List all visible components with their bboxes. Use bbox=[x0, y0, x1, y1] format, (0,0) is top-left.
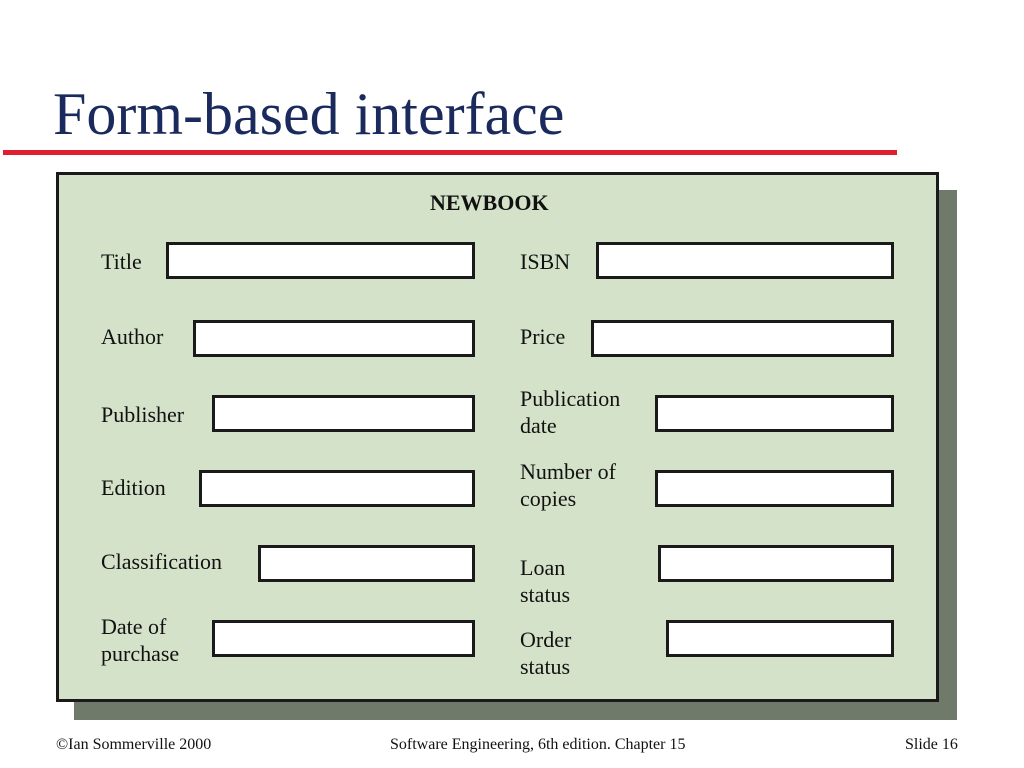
date-of-purchase-label: Date of purchase bbox=[101, 613, 179, 667]
date-of-purchase-field[interactable] bbox=[212, 620, 475, 657]
number-of-copies-label-line1: Number of bbox=[520, 459, 616, 484]
order-status-label-line2: status bbox=[520, 654, 571, 679]
form-title: NEWBOOK bbox=[430, 190, 549, 215]
order-status-label-line1: Order bbox=[520, 627, 572, 652]
title-label: Title bbox=[101, 249, 142, 274]
footer-copyright: ©Ian Sommerville 2000 bbox=[56, 736, 212, 753]
order-status-field[interactable] bbox=[666, 620, 894, 657]
date-of-purchase-label-line1: Date of bbox=[101, 614, 167, 639]
number-of-copies-field[interactable] bbox=[655, 470, 894, 507]
number-of-copies-label: Number of copies bbox=[520, 458, 616, 512]
publication-date-field[interactable] bbox=[655, 395, 894, 432]
title-field[interactable] bbox=[166, 242, 475, 279]
classification-field[interactable] bbox=[258, 545, 475, 582]
publication-date-label-line2: date bbox=[520, 413, 557, 438]
isbn-label: ISBN bbox=[520, 249, 571, 274]
title-underline bbox=[3, 150, 897, 155]
loan-status-label-line1: Loan bbox=[520, 555, 566, 580]
publisher-field[interactable] bbox=[212, 395, 475, 432]
price-field[interactable] bbox=[591, 320, 894, 357]
price-label: Price bbox=[520, 324, 566, 349]
footer-book: Software Engineering, 6th edition. Chapt… bbox=[390, 736, 686, 753]
order-status-label: Order status bbox=[520, 626, 571, 680]
author-label: Author bbox=[101, 324, 164, 349]
loan-status-label: Loan status bbox=[520, 554, 570, 608]
edition-field[interactable] bbox=[199, 470, 475, 507]
slide-title: Form-based interface bbox=[53, 81, 565, 147]
footer-slide-number: Slide 16 bbox=[905, 736, 958, 753]
loan-status-label-line2: status bbox=[520, 582, 571, 607]
publication-date-label: Publication date bbox=[520, 385, 620, 439]
number-of-copies-label-line2: copies bbox=[520, 486, 577, 511]
date-of-purchase-label-line2: purchase bbox=[101, 641, 180, 666]
publication-date-label-line1: Publication bbox=[520, 386, 621, 411]
loan-status-field[interactable] bbox=[658, 545, 894, 582]
author-field[interactable] bbox=[193, 320, 475, 357]
publisher-label: Publisher bbox=[101, 402, 185, 427]
edition-label: Edition bbox=[101, 475, 166, 500]
classification-label: Classification bbox=[101, 549, 222, 574]
isbn-field[interactable] bbox=[596, 242, 894, 279]
